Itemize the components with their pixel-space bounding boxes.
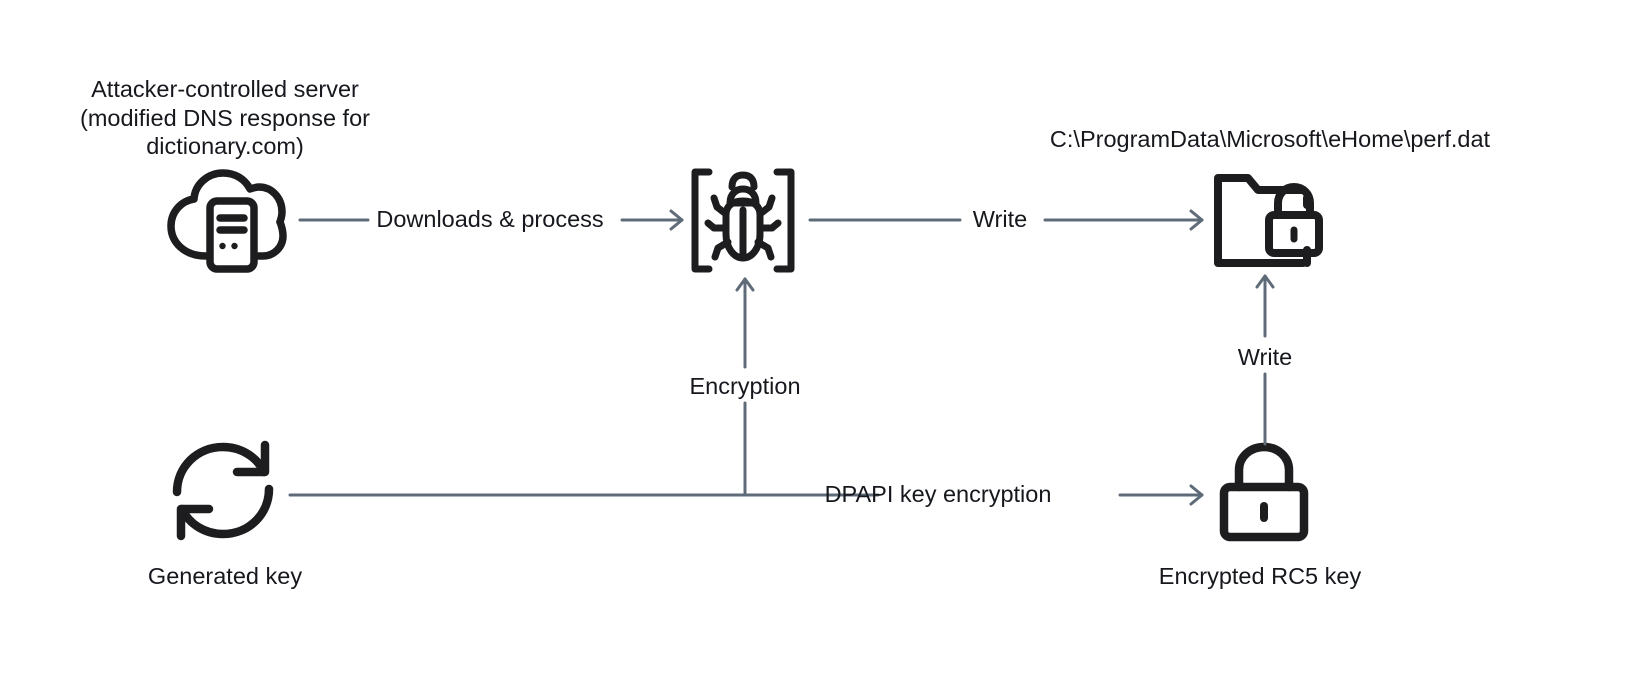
edge-write-key [1255, 272, 1275, 446]
folder-lock-icon [1208, 170, 1323, 270]
edge-write-file-label: Write [972, 206, 1028, 232]
refresh-key-icon [168, 438, 278, 543]
encrypted-rc5-key-caption: Encrypted RC5 key [1158, 563, 1362, 589]
attacker-server-caption: Attacker-controlled server (modified DNS… [80, 76, 370, 160]
perf-dat-file-caption: C:\ProgramData\Microsoft\eHome\perf.dat [1049, 126, 1491, 152]
edge-write-file [808, 205, 1210, 235]
edge-downloads-process [298, 205, 690, 235]
edge-write-key-label: Write [1237, 344, 1293, 370]
padlock-icon [1218, 442, 1310, 542]
edge-encryption [735, 275, 755, 497]
edge-dpapi-key-encryption [288, 480, 1210, 510]
edge-encryption-label: Encryption [689, 373, 801, 399]
bug-in-brackets-icon [688, 168, 798, 273]
cloud-server-icon [160, 168, 287, 273]
generated-key-caption: Generated key [147, 563, 303, 589]
edge-dpapi-key-encryption-label: DPAPI key encryption [824, 481, 1052, 507]
edge-downloads-process-label: Downloads & process [376, 206, 604, 232]
